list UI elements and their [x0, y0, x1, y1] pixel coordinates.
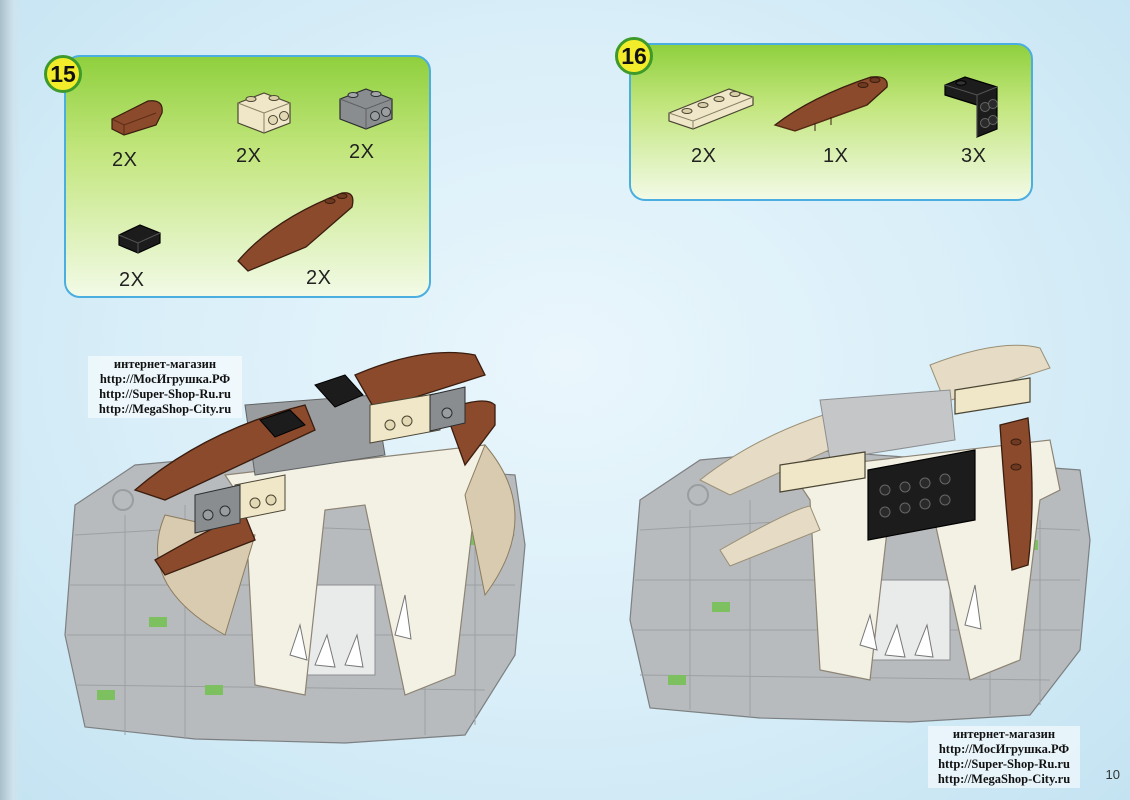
watermark-line-4: http://MegaShop-City.ru	[98, 402, 232, 416]
watermark-bottom: интернет-магазин http://МосИгрушка.РФ ht…	[928, 726, 1080, 788]
step-15-number-badge: 15	[44, 55, 82, 93]
brown-wedge-plate-icon	[773, 76, 888, 132]
step-15-part-4-qty: 2X	[119, 269, 145, 291]
page-number: 10	[1105, 767, 1120, 782]
step-15-part-5-qty: 2X	[306, 267, 332, 289]
page-binding-edge	[0, 0, 22, 800]
watermark-line-3: http://Super-Shop-Ru.ru	[99, 387, 231, 401]
step-16-parts-panel: 2X 1X 3X	[629, 43, 1033, 201]
step-15-part-1-qty: 2X	[112, 149, 138, 171]
black-bracket-icon	[944, 76, 998, 138]
brown-long-wedge-slope-icon	[237, 192, 354, 272]
step-15-model-illustration	[64, 351, 526, 744]
tan-plate-icon	[668, 88, 754, 130]
black-slope-brick-icon	[118, 224, 161, 254]
watermark-line-2: http://МосИгрушка.РФ	[99, 372, 231, 386]
watermark-line-1: интернет-магазин	[113, 357, 217, 371]
watermark-line-1: интернет-магазин	[952, 727, 1056, 741]
step-15-parts-panel: 2X 2X 2X 2X 2X	[64, 55, 431, 298]
watermark-top: интернет-магазин http://МосИгрушка.РФ ht…	[88, 356, 242, 418]
brown-curved-slope-brick-icon	[111, 100, 163, 136]
step-16-part-1-qty: 2X	[691, 145, 717, 167]
step-16-model-illustration	[629, 344, 1091, 723]
step-16-part-3-qty: 3X	[961, 145, 987, 167]
step-16-part-2-qty: 1X	[823, 145, 849, 167]
watermark-line-3: http://Super-Shop-Ru.ru	[938, 757, 1070, 771]
watermark-line-2: http://МосИгрушка.РФ	[938, 742, 1070, 756]
gray-side-stud-brick-icon	[339, 88, 393, 130]
step-16-number-badge: 16	[615, 37, 653, 75]
step-15-part-3-qty: 2X	[349, 141, 375, 163]
watermark-line-4: http://MegaShop-City.ru	[937, 772, 1071, 786]
tan-side-stud-brick-icon	[237, 92, 291, 134]
step-15-part-2-qty: 2X	[236, 145, 262, 167]
